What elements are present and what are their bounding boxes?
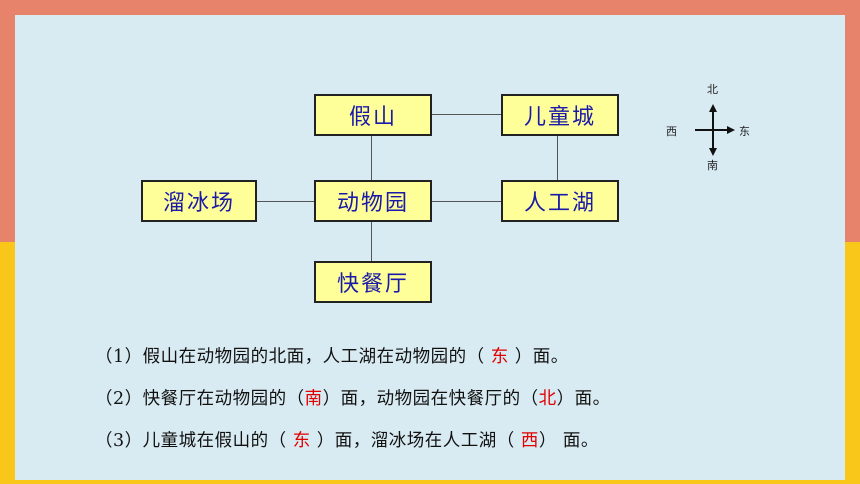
compass-west: 西 [666, 125, 677, 138]
question-2-text-mid: ）面，动物园在快餐厅的（ [322, 389, 539, 409]
node-rengonghu: 人工湖 [501, 180, 619, 222]
question-1-answer: 东 [490, 347, 509, 367]
question-1-text-end: ）面。 [508, 347, 569, 367]
compass-arrows-icon [695, 104, 735, 156]
question-3: （3）儿童城在假山的（ 东 ）面，溜冰场在人工湖（ 西） 面。 [95, 427, 599, 452]
compass-south: 南 [707, 159, 718, 172]
node-jiashan: 假山 [314, 94, 432, 136]
connector-jiashan-ertongcheng [432, 114, 502, 115]
question-3-text-end: ） 面。 [538, 431, 599, 451]
question-2-answer-2: 北 [538, 389, 557, 409]
question-3-text: （3）儿童城在假山的（ [95, 431, 293, 451]
connector-dongwuyuan-kuaicanting [371, 222, 372, 262]
connector-jiashan-dongwuyuan [371, 135, 372, 180]
node-liubingchang: 溜冰场 [141, 180, 257, 222]
question-3-answer-2: 西 [520, 431, 539, 451]
connector-ertongcheng-rengonghu [557, 135, 558, 180]
question-3-text-mid: ）面，溜冰场在人工湖（ [310, 431, 521, 451]
connector-liubingchang-dongwuyuan [257, 201, 315, 202]
question-1-text: （1）假山在动物园的北面，人工湖在动物园的（ [95, 347, 491, 367]
node-ertongcheng: 儿童城 [501, 94, 619, 136]
question-2-answer-1: 南 [304, 389, 323, 409]
content-panel [15, 15, 845, 480]
question-2-text-end: ）面。 [556, 389, 611, 409]
question-2: （2）快餐厅在动物园的（南）面，动物园在快餐厅的（北）面。 [95, 385, 611, 410]
node-dongwuyuan: 动物园 [314, 180, 432, 222]
compass-north: 北 [707, 83, 718, 96]
connector-dongwuyuan-rengonghu [432, 201, 502, 202]
node-kuaicanting: 快餐厅 [314, 261, 432, 303]
compass-east: 东 [739, 125, 750, 138]
question-3-answer-1: 东 [292, 431, 311, 451]
question-1: （1）假山在动物园的北面，人工湖在动物园的（ 东 ）面。 [95, 343, 569, 368]
question-2-text: （2）快餐厅在动物园的（ [95, 389, 305, 409]
